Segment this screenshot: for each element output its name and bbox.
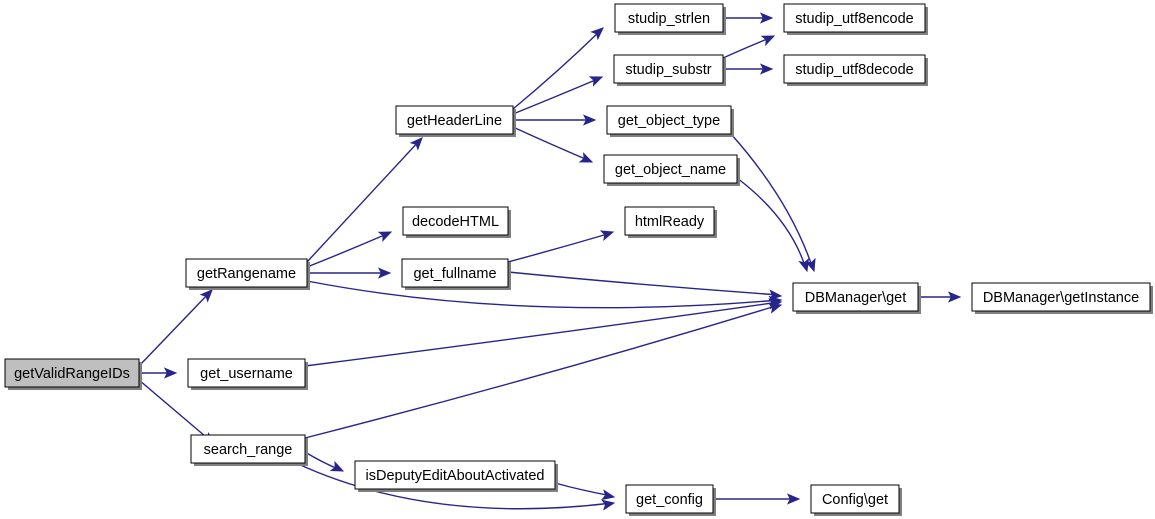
node-box[interactable] <box>402 206 509 236</box>
arrowhead-icon <box>590 27 604 41</box>
arrowhead-icon <box>760 35 776 47</box>
edge-getHeaderLine-to-get_object_name <box>512 126 591 162</box>
arrowhead-icon <box>601 489 616 501</box>
arrowhead-icon <box>588 76 604 87</box>
node-box[interactable] <box>185 258 308 288</box>
arrowhead-icon <box>409 137 423 151</box>
node-label: isDeputyEditAboutActivated <box>366 468 545 484</box>
node-label: studip_utf8decode <box>795 62 914 78</box>
arrowhead-icon <box>759 63 774 75</box>
node-box[interactable] <box>971 282 1151 312</box>
node-get_username[interactable]: get_username <box>187 358 308 390</box>
node-box[interactable] <box>4 358 140 388</box>
arrowhead-icon <box>163 367 178 379</box>
edge-get_fullname-to-htmlReady <box>507 232 612 263</box>
node-box[interactable] <box>783 3 926 33</box>
node-box[interactable] <box>614 3 724 33</box>
node-label: getHeaderLine <box>407 113 502 129</box>
node-label: get_username <box>200 366 293 382</box>
edge-get_username-to-DBManager_get <box>304 301 780 367</box>
arrowhead-icon <box>199 289 213 303</box>
node-label: studip_strlen <box>628 11 710 27</box>
node-decodeHTML[interactable]: decodeHTML <box>402 206 511 238</box>
node-studip_strlen[interactable]: studip_strlen <box>614 3 726 35</box>
node-box[interactable] <box>190 434 306 464</box>
edge-getRangename-to-decodeHTML <box>306 232 390 268</box>
node-label: getRangename <box>197 266 296 282</box>
edge-search_range-to-get_config <box>295 462 613 510</box>
arrowhead-icon <box>804 257 816 273</box>
node-box[interactable] <box>810 484 900 514</box>
node-box[interactable] <box>354 460 556 490</box>
node-studip_utf8encode[interactable]: studip_utf8encode <box>783 3 928 35</box>
node-label: getValidRangeIDs <box>14 366 130 382</box>
node-getRangename[interactable]: getRangename <box>185 258 310 290</box>
node-get_object_name[interactable]: get_object_name <box>603 154 740 186</box>
node-label: studip_utf8encode <box>795 11 914 27</box>
node-label: search_range <box>204 442 293 458</box>
node-label: get_object_name <box>615 162 726 178</box>
edge-get_object_name-to-DBManager_get <box>736 177 807 270</box>
node-box[interactable] <box>606 105 732 135</box>
edge-getHeaderLine-to-studip_strlen <box>512 29 602 110</box>
node-box[interactable] <box>401 258 509 288</box>
node-htmlReady[interactable]: htmlReady <box>624 206 717 238</box>
node-label: htmlReady <box>635 214 705 230</box>
arrowhead-icon <box>329 460 345 472</box>
node-box[interactable] <box>187 358 306 388</box>
node-box[interactable] <box>395 105 514 135</box>
node-box[interactable] <box>603 154 738 184</box>
node-box[interactable] <box>613 54 724 84</box>
arrowhead-icon <box>798 257 810 273</box>
arrowhead-icon <box>377 267 392 279</box>
node-get_object_type[interactable]: get_object_type <box>606 105 734 137</box>
arrowhead-icon <box>377 231 393 243</box>
node-label: get_fullname <box>413 266 496 282</box>
node-label: DBManager\get <box>805 290 907 306</box>
node-get_fullname[interactable]: get_fullname <box>401 258 511 290</box>
node-search_range[interactable]: search_range <box>190 434 308 466</box>
node-label: Config\get <box>822 492 888 508</box>
node-box[interactable] <box>792 282 919 312</box>
edge-get_fullname-to-DBManager_get <box>507 271 780 296</box>
node-getValidRangeIDs[interactable]: getValidRangeIDs <box>4 358 142 390</box>
node-DBManager_get[interactable]: DBManager\get <box>792 282 921 314</box>
node-label: get_object_type <box>618 113 720 129</box>
edge-getRangename-to-DBManager_get <box>306 280 780 309</box>
node-box[interactable] <box>624 206 715 236</box>
edge-getValidRangeIDs-to-search_range <box>138 379 213 443</box>
node-box[interactable] <box>625 484 714 514</box>
node-label: get_config <box>636 492 703 508</box>
node-DBManager_getInstance[interactable]: DBManager\getInstance <box>971 282 1153 314</box>
edge-get_object_type-to-DBManager_get <box>730 133 814 270</box>
nodes-layer: getValidRangeIDs getRangename get_username… <box>4 3 1153 516</box>
arrowhead-icon <box>582 114 597 126</box>
node-Config_get[interactable]: Config\get <box>810 484 902 516</box>
edge-search_range-to-DBManager_get <box>304 304 780 439</box>
arrowhead-icon <box>578 152 594 163</box>
arrowhead-icon <box>767 302 783 314</box>
node-isDeputyEditAboutActivated[interactable]: isDeputyEditAboutActivated <box>354 460 558 492</box>
node-studip_utf8decode[interactable]: studip_utf8decode <box>783 54 928 86</box>
node-get_config[interactable]: get_config <box>625 484 716 516</box>
arrowhead-icon <box>759 12 774 24</box>
node-studip_substr[interactable]: studip_substr <box>613 54 726 86</box>
edge-getHeaderLine-to-studip_substr <box>512 77 601 115</box>
arrowhead-icon <box>599 230 615 242</box>
arrowhead-icon <box>601 499 616 511</box>
node-label: studip_substr <box>625 62 711 78</box>
arrowhead-icon <box>786 493 801 505</box>
arrowhead-icon <box>768 289 783 301</box>
node-label: DBManager\getInstance <box>983 290 1139 306</box>
arrowhead-icon <box>947 291 962 303</box>
node-box[interactable] <box>783 54 926 84</box>
node-label: decodeHTML <box>412 214 499 230</box>
edge-getValidRangeIDs-to-getRangename <box>138 291 211 367</box>
edge-getRangename-to-getHeaderLine <box>306 139 421 263</box>
edge-studip_substr-to-studip_utf8encode <box>722 36 773 59</box>
node-getHeaderLine[interactable]: getHeaderLine <box>395 105 516 137</box>
